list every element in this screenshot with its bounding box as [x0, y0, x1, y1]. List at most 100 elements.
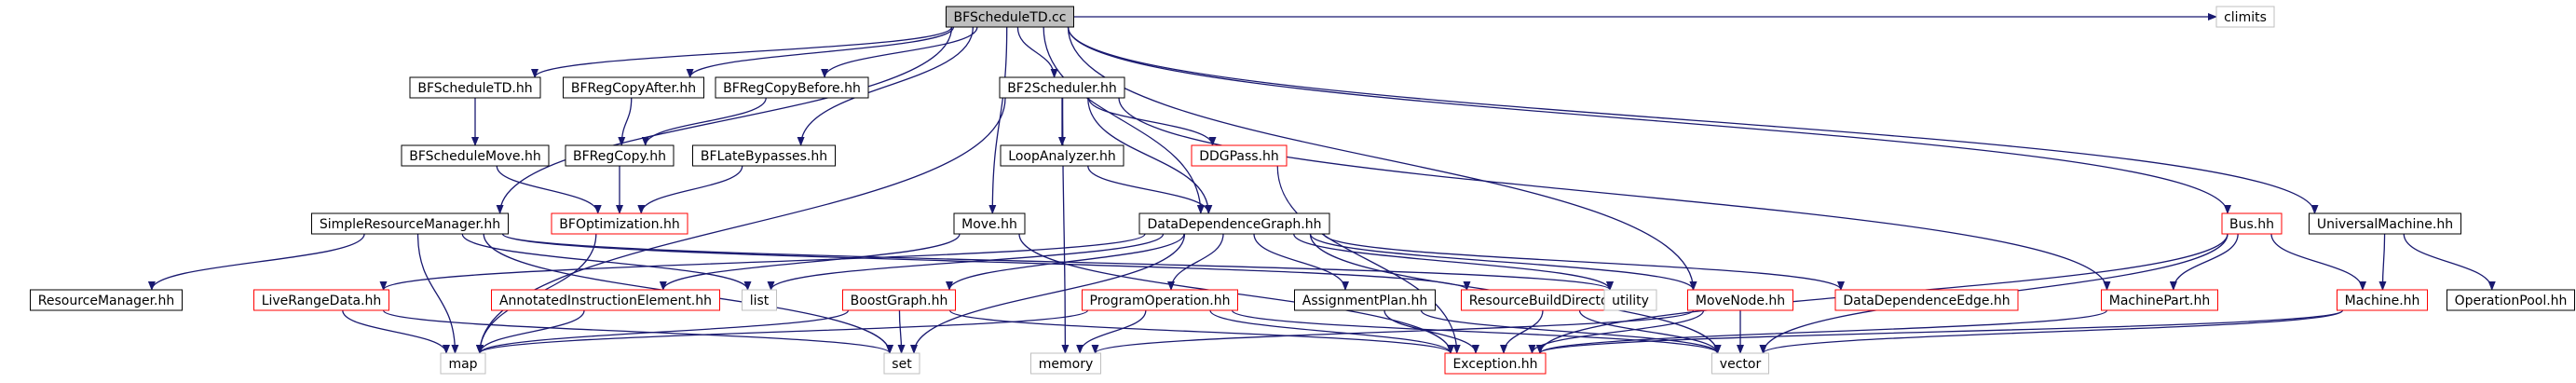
node-bfregcopyafter[interactable]: BFRegCopyAfter.hh [563, 76, 704, 99]
node-box [742, 289, 777, 311]
node-box [692, 144, 836, 167]
node-liverangedata[interactable]: LiveRangeData.hh [253, 289, 389, 311]
node-movenode[interactable]: MoveNode.hh [1687, 289, 1793, 311]
node-operationpool[interactable]: OperationPool.hh [2447, 289, 2575, 311]
node-box [1834, 289, 2019, 311]
node-bf2scheduler[interactable]: BF2Scheduler.hh [999, 76, 1125, 99]
node-assignmentplan[interactable]: AssignmentPlan.hh [1294, 289, 1436, 311]
node-memory[interactable]: memory [1030, 352, 1101, 375]
node-label: Move.hh [961, 217, 1017, 232]
edge-root-to-datadependencegraph [1043, 26, 1205, 214]
node-utility[interactable]: utility [1603, 289, 1657, 311]
node-root[interactable]: BFScheduleTD.cc [946, 6, 1074, 28]
node-box [2337, 289, 2428, 311]
edge-bflatebypasses-to-bfoptimization [637, 165, 743, 214]
node-label: BFRegCopyBefore.hh [723, 81, 861, 96]
node-resourcemanager[interactable]: ResourceManager.hh [30, 289, 183, 311]
node-datadependencegraph[interactable]: DataDependenceGraph.hh [1138, 212, 1330, 235]
node-bfregcopybefore[interactable]: BFRegCopyBefore.hh [715, 76, 869, 99]
node-move[interactable]: Move.hh [953, 212, 1026, 235]
node-set[interactable]: set [883, 352, 920, 375]
edge-bfregcopybefore-to-bfregcopy [641, 97, 767, 146]
edge-programoperation-to-exception [1209, 309, 1454, 354]
node-box [563, 76, 704, 99]
node-box [1603, 289, 1657, 311]
node-resourcebuilddirector[interactable]: ResourceBuildDirector.hh [1461, 289, 1642, 311]
node-universalmachine[interactable]: UniversalMachine.hh [2309, 212, 2461, 235]
node-annotatedinstructionelement[interactable]: AnnotatedInstructionElement.hh [491, 289, 720, 311]
node-label: Exception.hh [1452, 357, 1537, 372]
node-label: MachinePart.hh [2109, 294, 2210, 308]
node-box [1000, 144, 1124, 167]
node-ddgpass[interactable]: DDGPass.hh [1191, 144, 1288, 167]
node-boostgraph[interactable]: BoostGraph.hh [842, 289, 956, 311]
edge-bfregcopyafter-to-bfregcopy [618, 97, 633, 146]
node-box [253, 289, 389, 311]
node-bfoptimization[interactable]: BFOptimization.hh [551, 212, 688, 235]
edge-resourcebuilddirector-to-exception [1500, 309, 1544, 354]
node-machinepart[interactable]: MachinePart.hh [2101, 289, 2218, 311]
node-box [1687, 289, 1793, 311]
node-label: BFScheduleMove.hh [409, 149, 540, 164]
edge-root-to-bfregcopyafter [686, 26, 955, 78]
node-box [953, 212, 1026, 235]
edge-root-to-bf2scheduler [1016, 26, 1058, 78]
node-label: BFScheduleTD.hh [417, 81, 532, 96]
node-climits[interactable]: climits [2215, 6, 2275, 28]
node-box [1082, 289, 1238, 311]
edge-assignmentplan-to-exception [1383, 309, 1479, 354]
edge-bf2scheduler-to-ddgpass [1087, 97, 1217, 146]
node-bfschedulemove[interactable]: BFScheduleMove.hh [401, 144, 550, 167]
node-machine[interactable]: Machine.hh [2337, 289, 2428, 311]
edge-bf2scheduler-to-memory [1061, 97, 1070, 354]
node-box [999, 76, 1125, 99]
node-label: LiveRangeData.hh [262, 294, 382, 308]
node-label: map [448, 357, 477, 372]
edge-universalmachine-to-machine [2378, 233, 2387, 291]
node-box [2221, 212, 2283, 235]
edge-movenode-to-memory [1091, 309, 1695, 354]
node-bus[interactable]: Bus.hh [2221, 212, 2283, 235]
node-loopanalyzer[interactable]: LoopAnalyzer.hh [1000, 144, 1124, 167]
node-datadependenceedge[interactable]: DataDependenceEdge.hh [1834, 289, 2019, 311]
node-bfregcopy[interactable]: BFRegCopy.hh [565, 144, 675, 167]
node-label: utility [1612, 294, 1649, 308]
node-box [842, 289, 956, 311]
edge-loopanalyzer-to-datadependencegraph [1087, 165, 1213, 214]
edge-datadependencegraph-to-liverangedata [379, 233, 1146, 291]
edge-boostgraph-to-map [476, 309, 850, 354]
node-label: AnnotatedInstructionElement.hh [499, 294, 712, 308]
node-label: BF2Scheduler.hh [1007, 81, 1117, 96]
edge-root-to-universalmachine [1067, 26, 2319, 214]
node-label: set [892, 357, 912, 372]
edge-root-to-movenode [1067, 26, 1697, 291]
edge-datadependencegraph-to-movenode [1309, 233, 1697, 291]
edge-datadependencegraph-to-assignmentplan [1253, 233, 1349, 291]
node-label: LoopAnalyzer.hh [1008, 149, 1115, 164]
edge-root-to-bus [1067, 26, 2231, 214]
node-bflatebypasses[interactable]: BFLateBypasses.hh [692, 144, 836, 167]
node-box [565, 144, 675, 167]
node-simpleresourcemanager[interactable]: SimpleResourceManager.hh [311, 212, 509, 235]
node-map[interactable]: map [440, 352, 486, 375]
node-label: DDGPass.hh [1199, 149, 1279, 164]
node-bfscheduletd-hh[interactable]: BFScheduleTD.hh [409, 76, 541, 99]
node-box [551, 212, 688, 235]
node-label: BFOptimization.hh [559, 217, 679, 232]
node-list[interactable]: list [742, 289, 777, 311]
node-programoperation[interactable]: ProgramOperation.hh [1082, 289, 1238, 311]
edge-boostgraph-to-exception [948, 309, 1454, 354]
node-label: Machine.hh [2345, 294, 2420, 308]
edge-liverangedata-to-set [382, 309, 893, 354]
edge-root-to-bfregcopybefore [821, 26, 978, 78]
node-vector[interactable]: vector [1711, 352, 1769, 375]
edge-datadependencegraph-to-utility [1293, 233, 1614, 291]
node-label: UniversalMachine.hh [2317, 217, 2453, 232]
node-exception[interactable]: Exception.hh [1444, 352, 1547, 375]
node-label: ProgramOperation.hh [1090, 294, 1231, 308]
edge-simpleresourcemanager-to-map [416, 233, 459, 354]
node-box [1138, 212, 1330, 235]
node-label: BFLateBypasses.hh [701, 149, 827, 164]
node-label: AssignmentPlan.hh [1302, 294, 1427, 308]
